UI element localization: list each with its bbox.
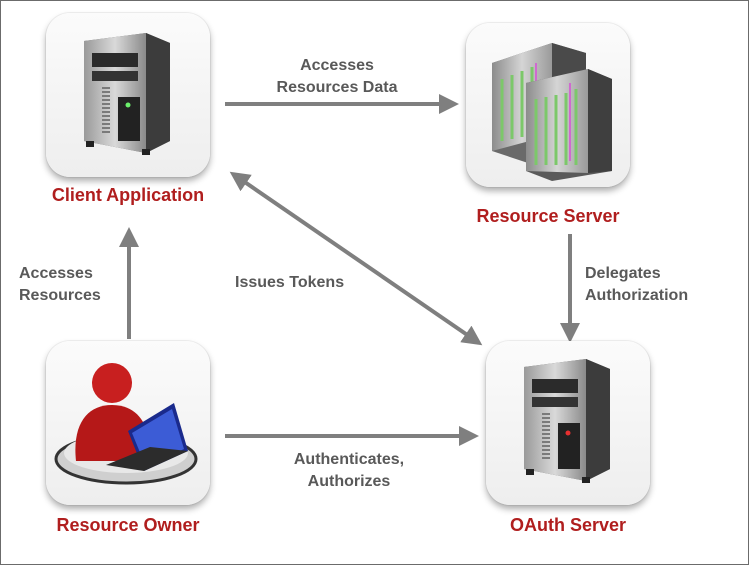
resource-server-label: Resource Server [476,206,620,226]
edge-label-line: Resources Data [276,79,398,96]
resource-owner-label: Resource Owner [56,515,200,535]
oauth-server-tile [486,341,650,505]
resource-server-tile [466,23,630,187]
rack-server-icon [492,43,612,181]
edge-label-line: Resources [19,287,101,304]
client-application-label: Client Application [51,185,205,205]
edge-label-line: Accesses [19,265,93,282]
edge-label-line: Accesses [300,57,374,74]
edge-label-line: Delegates [585,265,661,282]
tower-server-icon [84,33,170,155]
client-application-tile [46,13,210,177]
edge-label-accesses-resources-data: Accesses Resources Data [277,55,398,99]
edge-label-line: Authenticates, [293,451,405,468]
arrow-issues-tokens [229,171,483,346]
user-with-laptop-icon [54,363,198,485]
edge-label-delegates-authorization: Delegates Authorization [585,263,688,307]
oauth-server-label: OAuth Server [509,515,627,535]
edge-label-accesses-resources: Accesses Resources [19,263,101,307]
edge-label-line: Authorizes [307,473,391,490]
resource-owner-tile [46,341,210,505]
edge-label-authenticates-authorizes: Authenticates, Authorizes [294,449,404,493]
edge-label-issues-tokens: Issues Tokens [235,274,345,291]
edge-label-line: Authorization [585,287,689,304]
tower-server-icon [524,359,610,483]
